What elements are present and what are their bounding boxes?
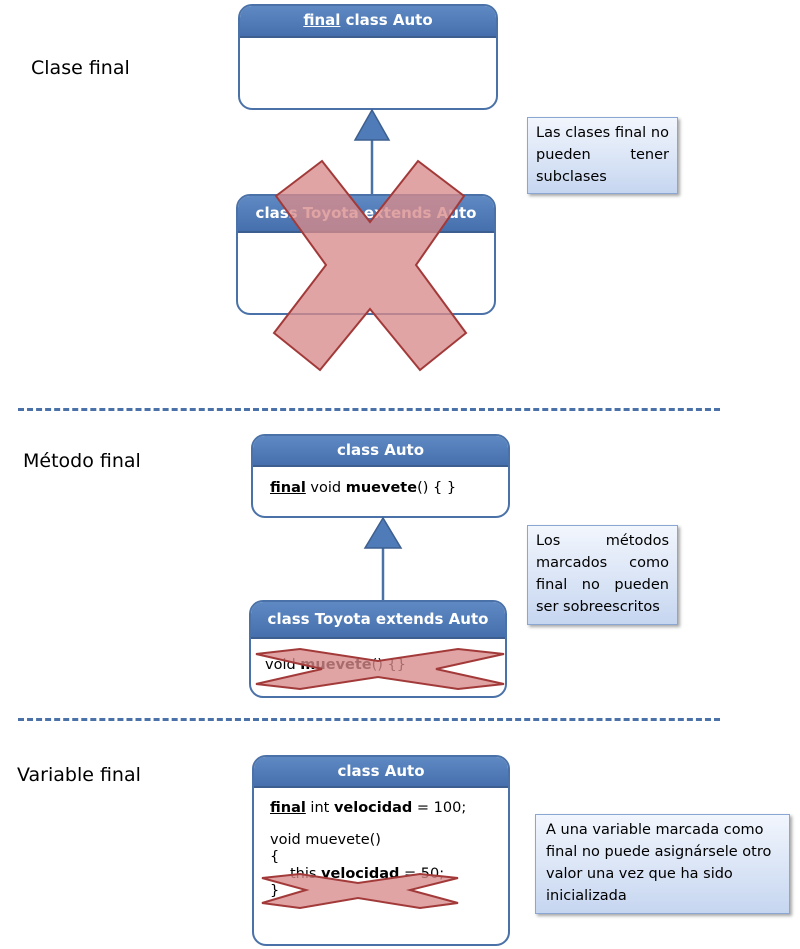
method-signature: void muevete() <box>270 832 381 848</box>
section-title-class-final: Clase final <box>31 57 130 79</box>
uml-class-header: final class Auto <box>240 6 496 38</box>
section-divider <box>18 408 720 411</box>
uml-class-header: class Auto <box>254 757 508 788</box>
uml-class-header: class Auto <box>253 436 508 467</box>
final-keyword: final <box>303 11 341 29</box>
uml-class-auto-method: class Auto final void muevete() { } <box>251 434 510 518</box>
field-name: velocidad <box>333 800 413 816</box>
method-tail: () { } <box>417 480 457 496</box>
uml-class-auto-final: final class Auto <box>238 4 498 110</box>
final-keyword: final <box>270 800 306 816</box>
method-signature: final void muevete() { } <box>253 480 508 496</box>
note-method-final: Los métodos marcados como final no puede… <box>527 525 678 625</box>
open-brace: { <box>270 849 280 865</box>
section-title-variable-final: Variable final <box>17 764 141 786</box>
note-variable-final: A una variable marcada como final no pue… <box>535 814 790 914</box>
section-divider <box>18 718 720 721</box>
field-value: = 100; <box>412 800 467 816</box>
uml-class-auto-variable: class Auto final int velocidad = 100; vo… <box>252 755 510 946</box>
uml-class-header: class Toyota extends Auto <box>251 602 505 639</box>
section-title-method-final: Método final <box>23 450 141 472</box>
close-brace: } <box>270 883 280 899</box>
field-name: velocidad <box>321 866 400 882</box>
field-type: int <box>305 800 334 816</box>
class-name: class Auto <box>340 11 433 29</box>
method-name: muevete <box>345 480 418 496</box>
note-class-final: Las clases final no pueden tener subclas… <box>527 117 678 194</box>
field-declaration: final int velocidad = 100; <box>254 800 508 816</box>
final-keyword: final <box>270 480 306 496</box>
return-type: void <box>305 480 346 496</box>
